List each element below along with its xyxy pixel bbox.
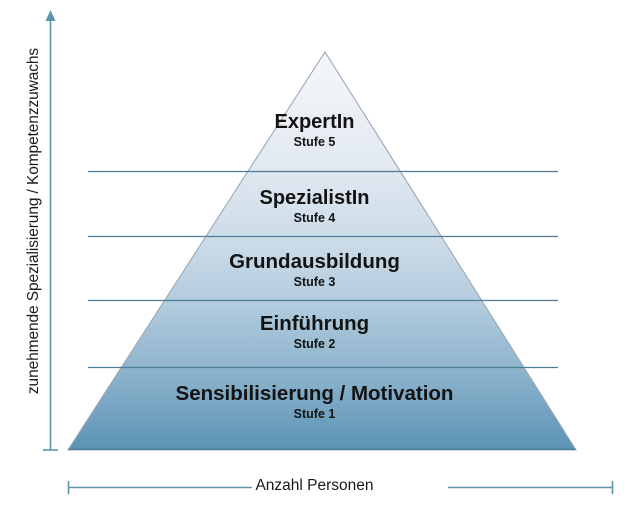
x-axis: Anzahl Personen — [0, 466, 629, 512]
pyramid-shape — [66, 50, 577, 451]
x-axis-svg — [67, 481, 614, 494]
y-axis: zunehmende Spezialisierung / Kompetenzzu… — [0, 0, 80, 470]
y-axis-arrow-icon — [45, 10, 56, 21]
x-axis-label: Anzahl Personen — [255, 477, 374, 494]
y-axis-svg — [43, 10, 58, 451]
